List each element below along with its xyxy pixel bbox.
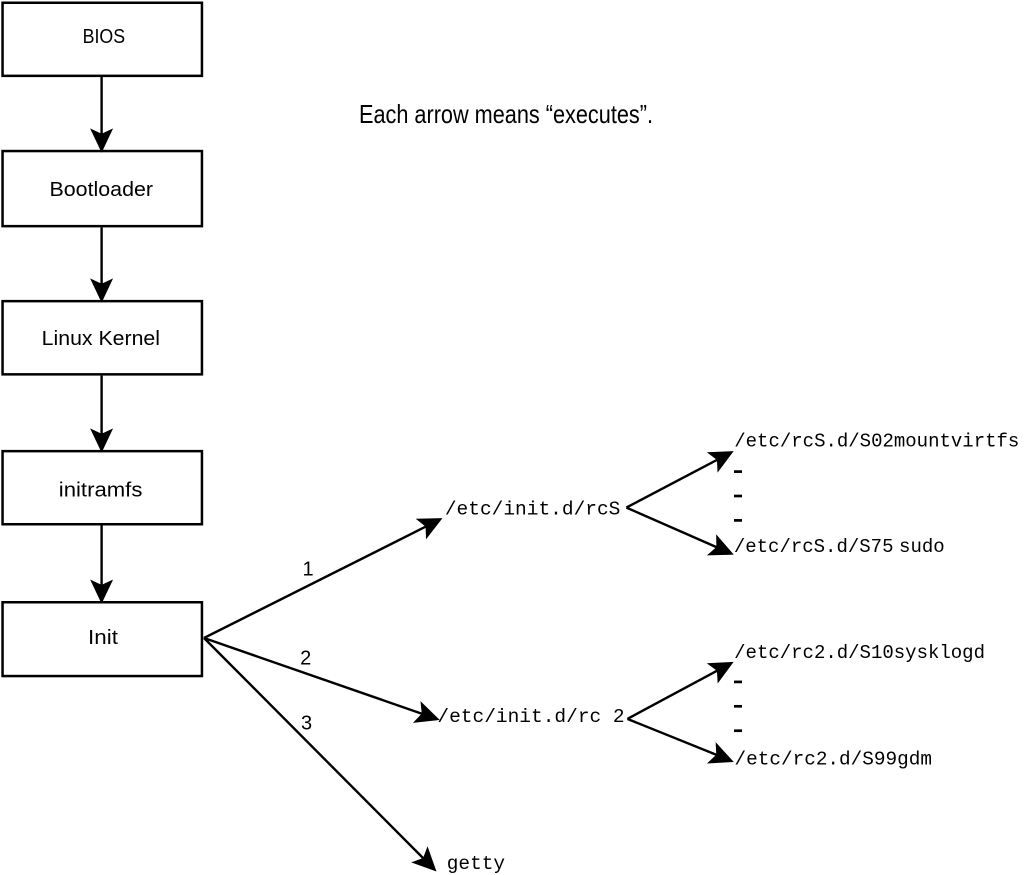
svg-text:3: 3 [301,713,312,735]
svg-text:/etc/rc2.d/S10sysklogd: /etc/rc2.d/S10sysklogd [734,642,985,664]
svg-text:Bootloader: Bootloader [50,179,154,201]
svg-text:/etc/rcS.d/S75: /etc/rcS.d/S75 [734,536,894,558]
svg-text:Init: Init [88,627,118,649]
svg-text:/etc/rcS.d/S02mountvirtfs: /etc/rcS.d/S02mountvirtfs [734,431,1019,453]
svg-text:Linux Kernel: Linux Kernel [42,328,160,350]
svg-text:2: 2 [300,648,311,670]
svg-text:BIOS: BIOS [83,26,126,48]
svg-text:/etc/init.d/rcS: /etc/init.d/rcS [445,498,621,520]
svg-text:Each arrow means “executes”.: Each arrow means “executes”. [359,99,653,129]
svg-text:getty: getty [447,853,505,875]
svg-text:/etc/init.d/rc 2: /etc/init.d/rc 2 [437,706,624,728]
svg-text:/etc/rc2.d/S99gdm: /etc/rc2.d/S99gdm [735,748,933,770]
svg-text:sudo: sudo [899,536,945,558]
svg-text:initramfs: initramfs [59,480,143,502]
svg-text:1: 1 [302,559,313,581]
